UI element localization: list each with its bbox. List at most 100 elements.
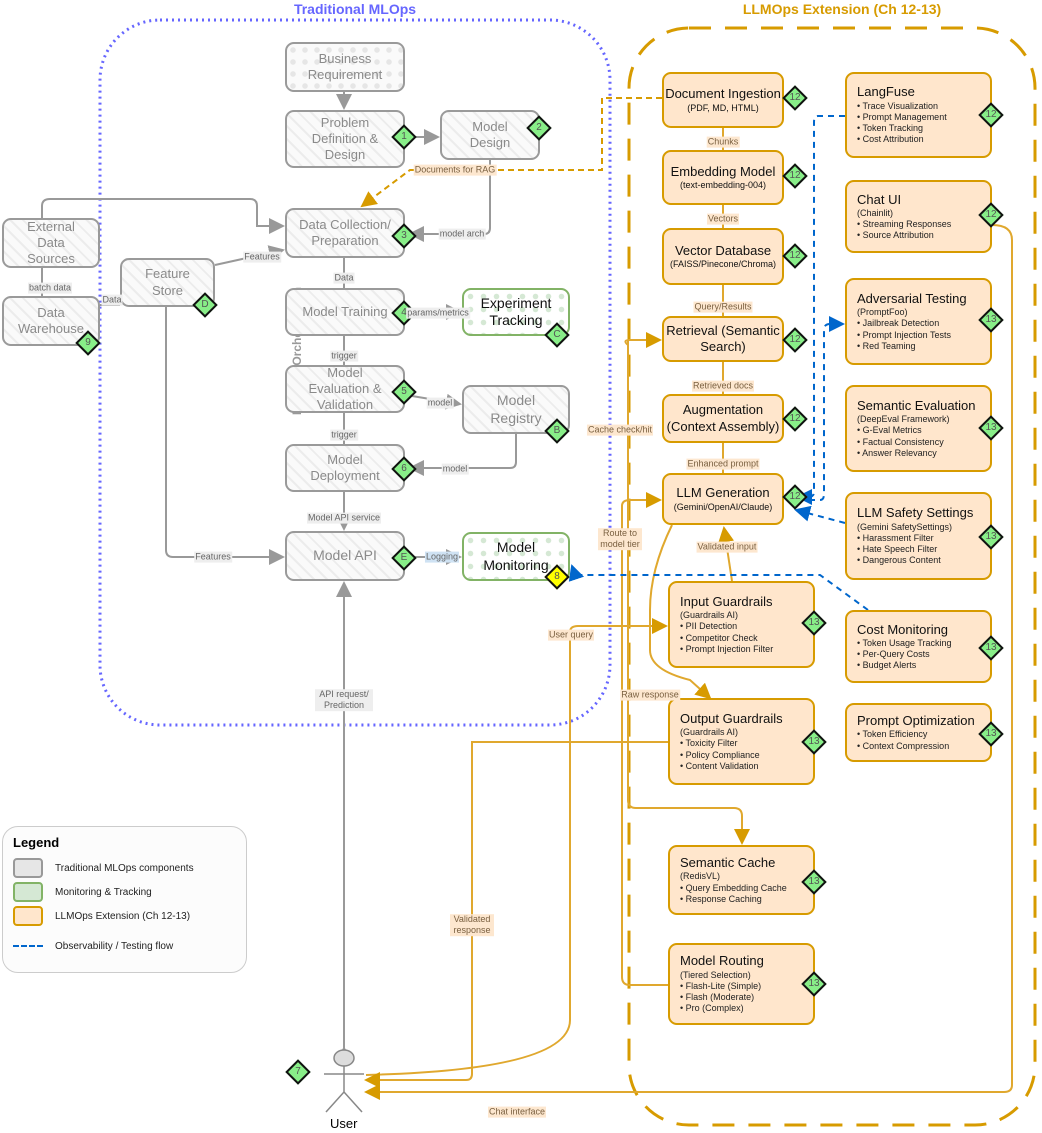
- traditional-mlops-title: Traditional MLOps: [293, 1, 417, 17]
- retrieval-node[interactable]: Retrieval (Semantic Search): [662, 316, 784, 362]
- edge-user-query: [365, 618, 668, 1076]
- node-title: LangFuse: [857, 84, 915, 100]
- edge-label: Chunks: [706, 136, 740, 148]
- edge-external-datacollect: [41, 198, 285, 234]
- list-item: Hate Speech Filter: [857, 544, 941, 555]
- edge-label: Logging: [424, 551, 460, 563]
- llm-generation-node[interactable]: LLM Generation(Gemini/OpenAI/Claude): [662, 473, 784, 525]
- node-label: Model Evaluation & Validation: [308, 364, 382, 413]
- edge-label: Route to model tier: [598, 528, 642, 550]
- edge-llm-adversarial: [798, 316, 845, 501]
- edge-label: trigger: [330, 429, 358, 441]
- feature-list: G-Eval MetricsFactual ConsistencyAnswer …: [857, 425, 944, 459]
- node-label: Model API: [313, 547, 377, 564]
- node-subtitle: (Gemini/OpenAI/Claude): [673, 501, 773, 512]
- list-item: Per-Query Costs: [857, 649, 952, 660]
- adversarial-testing-node[interactable]: Adversarial Testing(PromptFoo)Jailbreak …: [845, 278, 992, 365]
- edge-label: Cache check/hit: [586, 424, 654, 436]
- node-label: Model Deployment: [310, 451, 380, 483]
- node-label: Problem Definition & Design: [311, 114, 379, 163]
- edge-validated-response: [364, 741, 668, 1088]
- edge-label: Enhanced prompt: [686, 458, 760, 470]
- vector-database-node[interactable]: Vector Database(FAISS/Pinecone/Chroma): [662, 228, 784, 285]
- model-design-node[interactable]: Model Design: [440, 110, 540, 160]
- feature-list: Harassment FilterHate Speech FilterDange…: [857, 533, 941, 567]
- edge-label: model: [426, 397, 454, 409]
- cost-monitoring-node[interactable]: Cost MonitoringToken Usage TrackingPer-Q…: [845, 610, 992, 683]
- list-item: Token Usage Tracking: [857, 638, 952, 649]
- node-title: Augmentation (Context Assembly): [666, 402, 780, 434]
- chat-ui-node[interactable]: Chat UI(Chainlit)Streaming ResponsesSour…: [845, 180, 992, 253]
- edge-safety-llm: [794, 505, 846, 524]
- node-title: Cost Monitoring: [857, 621, 949, 637]
- edge-label: Features: [243, 251, 281, 263]
- model-training-node[interactable]: Model Training: [285, 288, 405, 336]
- edge-registry-deployment: [408, 434, 517, 476]
- model-routing-node[interactable]: Model Routing(Tiered Selection)Flash-Lit…: [668, 943, 815, 1025]
- langfuse-node[interactable]: LangFuseTrace VisualizationPrompt Manage…: [845, 72, 992, 158]
- business-requirement-node[interactable]: Business Requirement: [285, 42, 405, 92]
- edge-label: User query: [547, 629, 595, 641]
- legend-label: Traditional MLOps components: [55, 862, 194, 874]
- node-label: External Data Sources: [27, 218, 75, 267]
- feature-list: Toxicity FilterPolicy ComplianceContent …: [680, 738, 760, 772]
- node-title: LLM Safety Settings: [857, 505, 974, 521]
- edge-label: Features: [194, 551, 232, 563]
- edge-label: model arch: [438, 228, 486, 240]
- legend-item: Traditional MLOps components: [13, 856, 236, 880]
- node-subtitle: (text-embedding-004): [679, 180, 767, 190]
- legend-item: LLMOps Extension (Ch 12-13): [13, 904, 236, 928]
- list-item: Budget Alerts: [857, 660, 952, 671]
- feature-list: Jailbreak DetectionPrompt Injection Test…: [857, 318, 951, 352]
- external-data-sources-node[interactable]: External Data Sources: [2, 218, 100, 268]
- list-item: Streaming Responses: [857, 219, 952, 230]
- gray-swatch: [13, 858, 43, 878]
- node-title: Embedding Model: [670, 163, 776, 179]
- edge-cache-check: [624, 332, 662, 348]
- dashed-line-swatch: [13, 945, 43, 947]
- list-item: Policy Compliance: [680, 750, 760, 761]
- feature-list: Streaming ResponsesSource Attribution: [857, 219, 952, 242]
- node-title: Input Guardrails: [680, 593, 773, 609]
- edge-label: Model API service: [306, 512, 382, 524]
- embedding-model-node[interactable]: Embedding Model(text-embedding-004): [662, 150, 784, 205]
- output-guardrails-node[interactable]: Output Guardrails(Guardrails AI)Toxicity…: [668, 698, 815, 785]
- edge-label: Documents for RAG: [413, 164, 497, 176]
- edge-featurestore-api: [165, 307, 285, 565]
- list-item: Response Caching: [680, 894, 787, 905]
- model-deployment-node[interactable]: Model Deployment: [285, 444, 405, 492]
- model-api-node[interactable]: Model API: [285, 531, 405, 581]
- llm-safety-settings-node[interactable]: LLM Safety Settings(Gemini SafetySetting…: [845, 492, 992, 580]
- user-label: User: [330, 1116, 358, 1131]
- feature-list: Flash-Lite (Simple)Flash (Moderate)Pro (…: [680, 981, 762, 1015]
- document-ingestion-node[interactable]: Document Ingestion(PDF, MD, HTML): [662, 72, 784, 128]
- node-subtitle: (PromptFoo): [857, 307, 908, 318]
- legend: Legend Traditional MLOps components Moni…: [2, 826, 247, 973]
- model-evaluation-node[interactable]: Model Evaluation & Validation: [285, 365, 405, 413]
- input-guardrails-node[interactable]: Input Guardrails(Guardrails AI)PII Detec…: [668, 581, 815, 668]
- list-item: Token Tracking: [857, 123, 947, 134]
- augmentation-node[interactable]: Augmentation (Context Assembly): [662, 394, 784, 443]
- edge-label: Query/Results: [693, 301, 753, 313]
- data-collection-node[interactable]: Data Collection/ Preparation: [285, 208, 405, 258]
- node-title: LLM Generation: [676, 485, 770, 501]
- user-body: [324, 1066, 364, 1113]
- feature-list: Token EfficiencyContext Compression: [857, 729, 950, 752]
- problem-definition-node[interactable]: Problem Definition & Design: [285, 110, 405, 168]
- node-label: Data Collection/ Preparation: [299, 216, 391, 248]
- list-item: Factual Consistency: [857, 437, 944, 448]
- prompt-optimization-node[interactable]: Prompt OptimizationToken EfficiencyConte…: [845, 703, 992, 762]
- semantic-cache-node[interactable]: Semantic Cache(RedisVL)Query Embedding C…: [668, 845, 815, 915]
- legend-item: Monitoring & Tracking: [13, 880, 236, 904]
- list-item: G-Eval Metrics: [857, 425, 944, 436]
- list-item: Jailbreak Detection: [857, 318, 951, 329]
- node-label: Feature Store: [145, 266, 190, 298]
- legend-item: Observability / Testing flow: [13, 934, 236, 958]
- node-label: Experiment Tracking: [480, 294, 552, 329]
- edge-langfuse-llm: [796, 115, 845, 505]
- semantic-evaluation-node[interactable]: Semantic Evaluation(DeepEval Framework)G…: [845, 385, 992, 472]
- edge-label: Vectors: [706, 213, 740, 225]
- node-label: Model Training: [302, 303, 388, 319]
- node-title: Semantic Cache: [680, 855, 776, 870]
- legend-label: Monitoring & Tracking: [55, 886, 152, 898]
